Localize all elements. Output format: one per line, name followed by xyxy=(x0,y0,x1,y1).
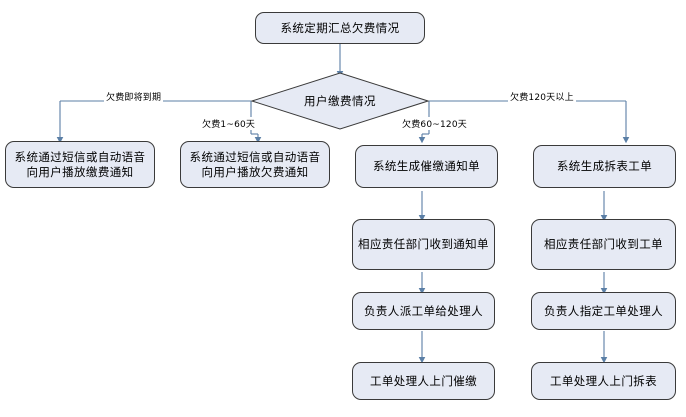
node-summary-overdue[interactable]: 系统定期汇总欠费情况 xyxy=(255,12,425,44)
edge-label-branch-2: 欠费1~60天 xyxy=(200,117,258,130)
edge-label-branch-3: 欠费60~120天 xyxy=(400,117,469,130)
node-col4-step1[interactable]: 系统生成拆表工单 xyxy=(533,145,676,188)
node-decision-payment-status[interactable]: 用户缴费情况 xyxy=(250,72,430,130)
decision-label: 用户缴费情况 xyxy=(304,94,376,108)
node-col3-step2[interactable]: 相应责任部门收到通知单 xyxy=(352,219,495,270)
node-col1-step1[interactable]: 系统通过短信或自动语音向用户播放缴费通知 xyxy=(5,141,155,188)
edge-label-branch-4: 欠费120天以上 xyxy=(508,90,576,103)
node-col4-step4[interactable]: 工单处理人上门拆表 xyxy=(531,362,676,400)
node-col4-step2[interactable]: 相应责任部门收到工单 xyxy=(531,219,676,270)
node-col2-step1[interactable]: 系统通过短信或自动语音向用户播放欠费通知 xyxy=(180,141,330,188)
node-col3-step1[interactable]: 系统生成催缴通知单 xyxy=(355,145,498,188)
node-col3-step3[interactable]: 负责人派工单给处理人 xyxy=(352,292,495,330)
node-col4-step3[interactable]: 负责人指定工单处理人 xyxy=(531,292,676,330)
node-col3-step4[interactable]: 工单处理人上门催缴 xyxy=(352,362,495,400)
diamond-shape xyxy=(250,72,430,130)
edge-label-branch-1: 欠费即将到期 xyxy=(104,90,164,103)
